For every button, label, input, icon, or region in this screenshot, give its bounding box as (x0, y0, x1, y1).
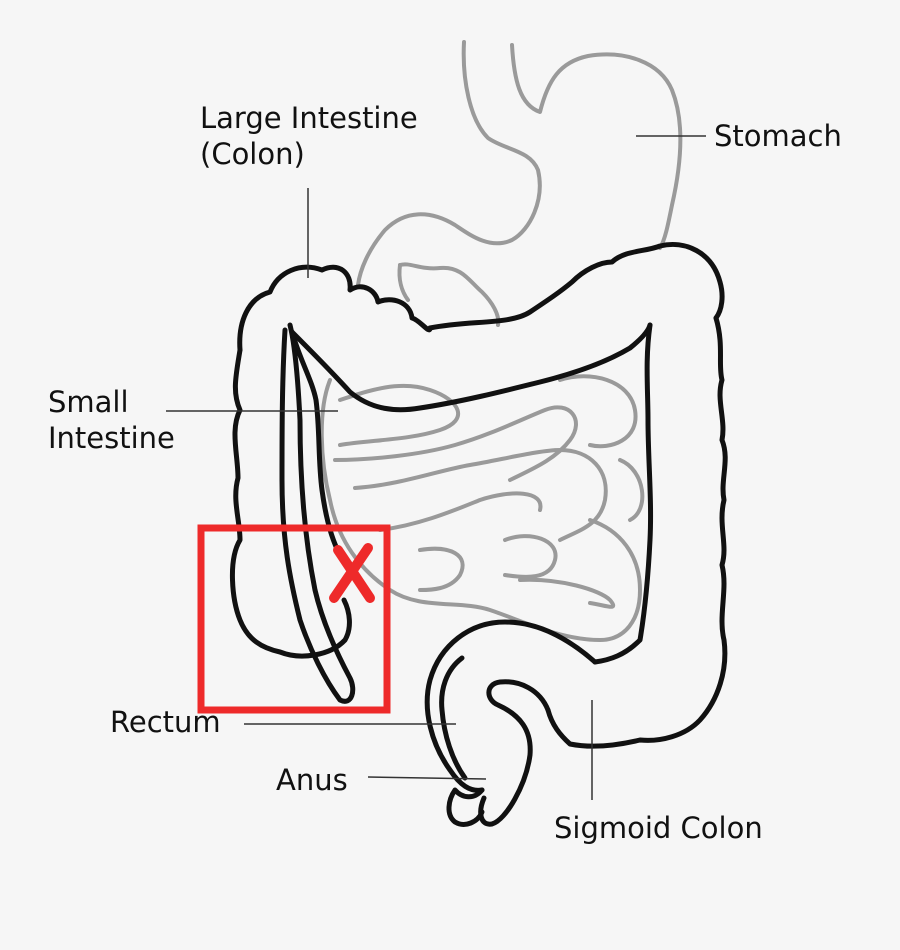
label-small-intestine-line2: Intestine (48, 421, 175, 455)
large-intestine-shape (232, 245, 725, 825)
label-large-intestine-line2: (Colon) (200, 137, 305, 171)
leader-lines (166, 136, 706, 800)
stomach-shape (358, 42, 680, 325)
leader-anus (368, 777, 486, 779)
label-stomach: Stomach (714, 119, 842, 153)
label-sigmoid-colon: Sigmoid Colon (554, 811, 763, 845)
label-anus: Anus (276, 763, 348, 797)
label-small-intestine-line1: Small (48, 385, 129, 419)
label-large-intestine-line1: Large Intestine (200, 101, 418, 135)
